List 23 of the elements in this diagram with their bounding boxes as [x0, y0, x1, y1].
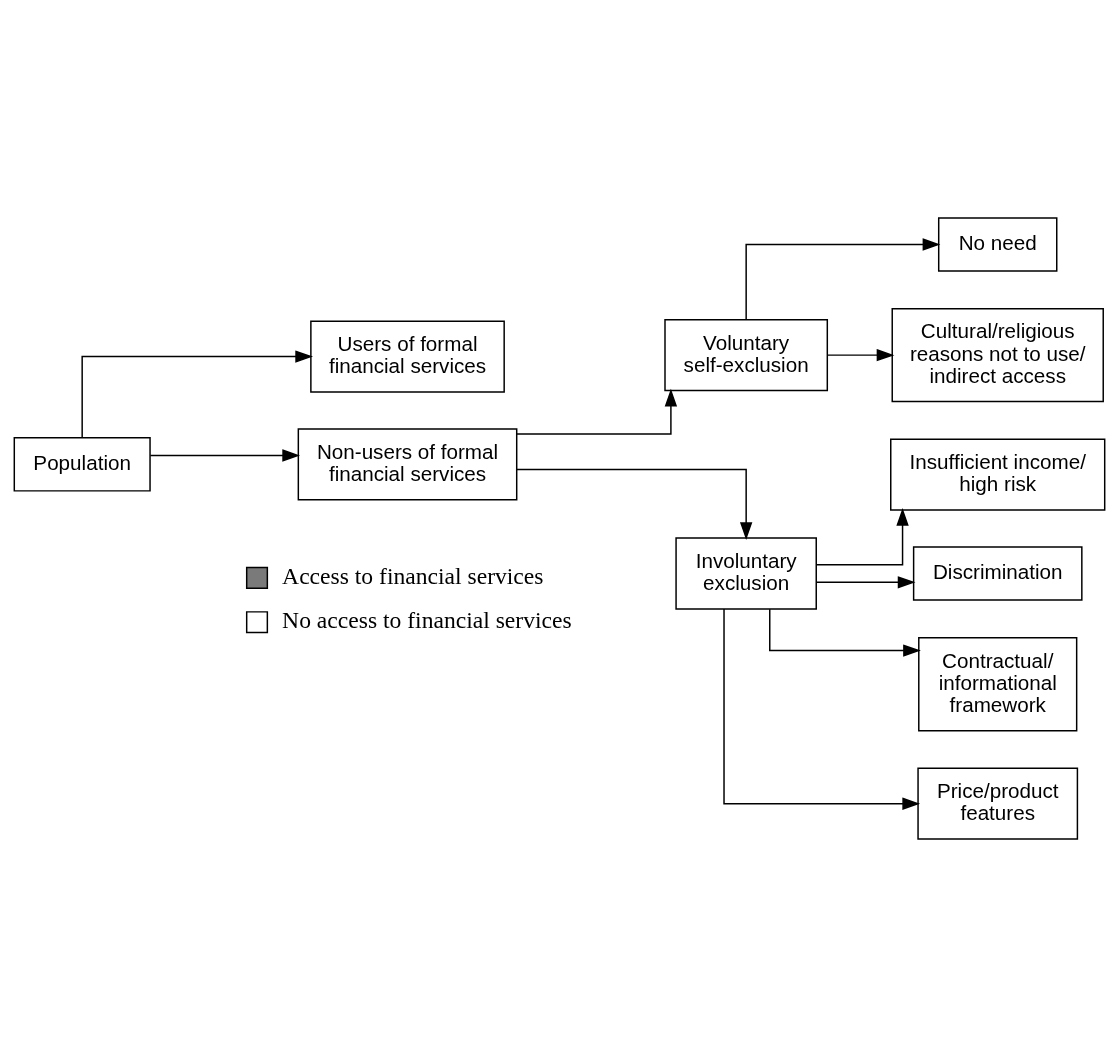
node-box: Voluntary self-exclusion [664, 318, 829, 392]
arrow [516, 388, 678, 435]
node-box: No need [937, 217, 1058, 272]
node-box: Discrimination [912, 546, 1083, 601]
arrow [81, 350, 314, 439]
arrow [516, 468, 753, 540]
node-box: Price/product features [917, 767, 1079, 840]
node-box: Population [13, 437, 151, 492]
arrow [815, 507, 909, 566]
arrow [723, 608, 921, 810]
arrow [149, 449, 301, 462]
node-box: Insufficient income/ high risk [890, 438, 1106, 511]
node-box: Non-users of formal financial services [297, 428, 518, 501]
arrow [816, 576, 916, 589]
node-box: Involuntary exclusion [675, 537, 817, 610]
arrow [827, 348, 895, 362]
legend-label: No access to financial services [282, 606, 572, 633]
node-box: Contractual/ informational framework [918, 636, 1078, 732]
legend-label: Access to financial services [282, 562, 544, 589]
arrow [745, 238, 941, 321]
node-box: Users of formal financial services [310, 320, 505, 393]
arrow [769, 608, 921, 657]
node-box: Cultural/religious reasons not to use/ indirect access [891, 307, 1104, 403]
